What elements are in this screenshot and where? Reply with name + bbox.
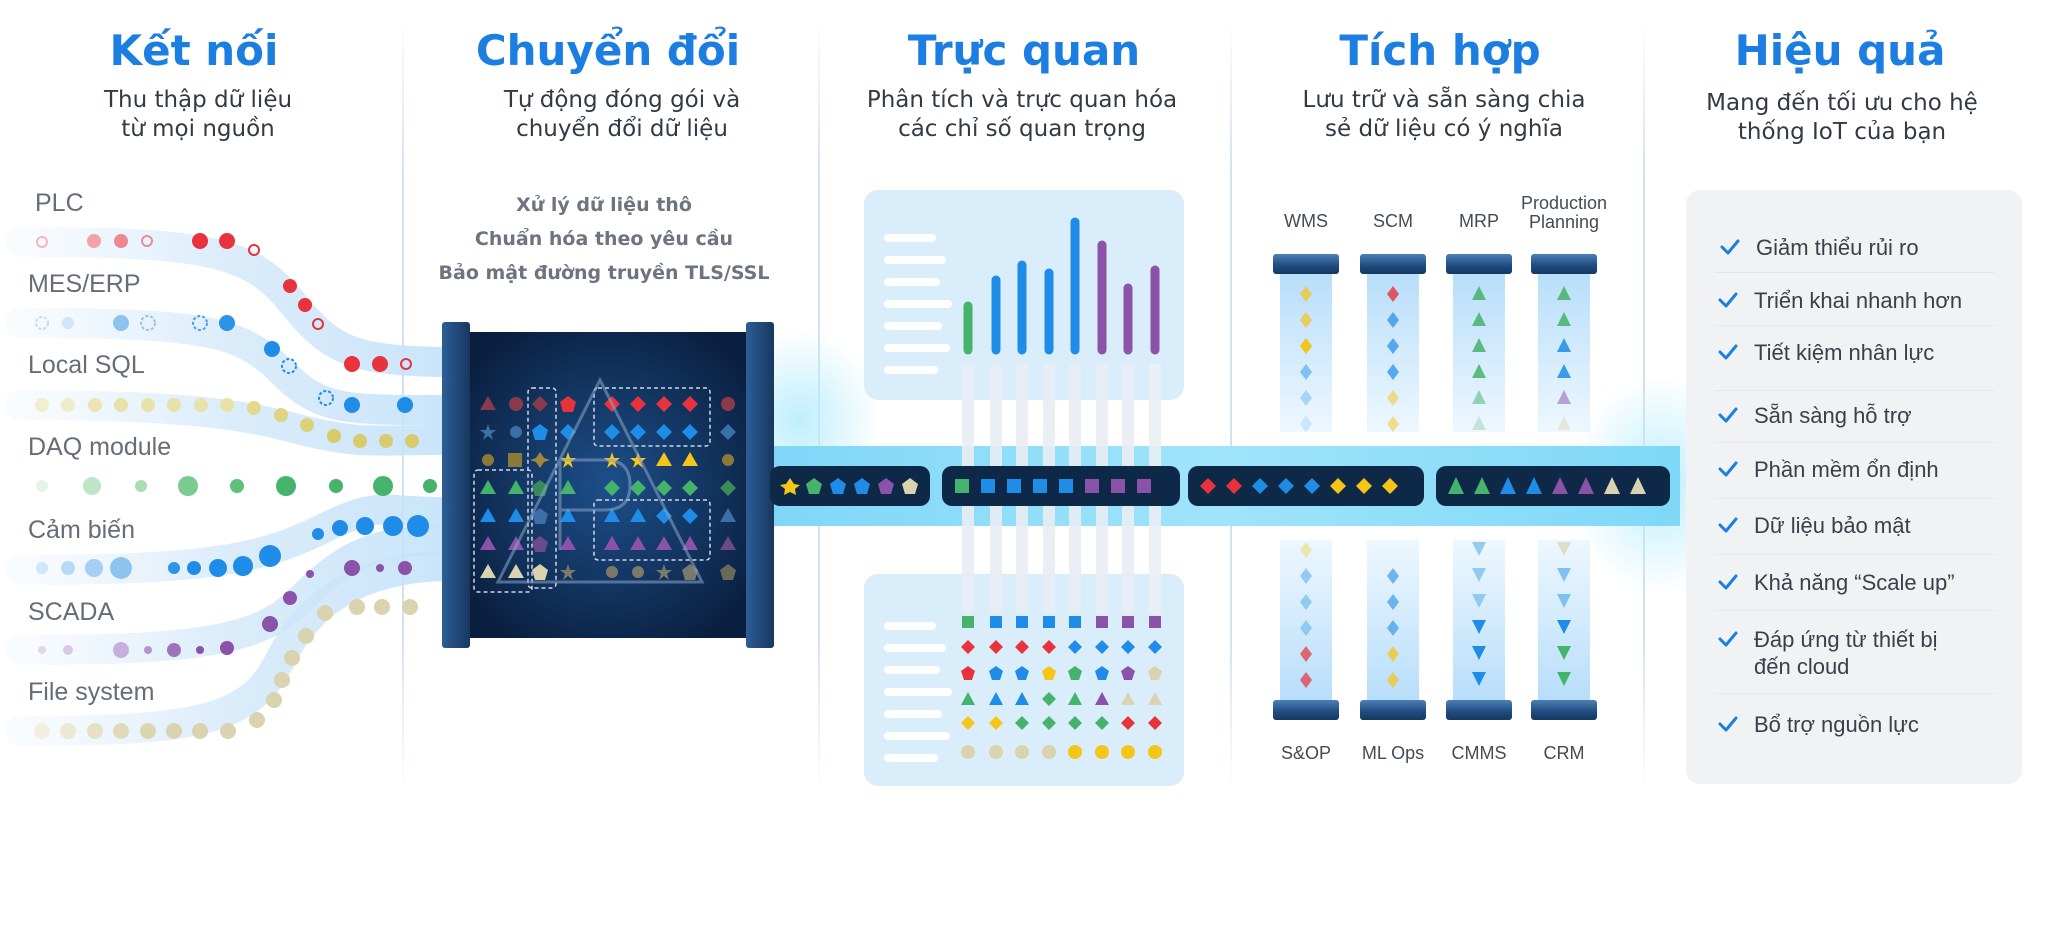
source-label-cam-bien: Cảm biến <box>28 516 135 544</box>
benefit-item: Bổ trợ nguồn lực <box>1716 711 2016 738</box>
column-divider <box>1230 20 1232 790</box>
subtitle-line: từ mọi nguồn <box>121 116 275 142</box>
subtitle-line: chuyển đổi dữ liệu <box>516 116 728 142</box>
column-subtitle-hieu-qua: Mang đến tối ưu cho hệ thống IoT của bạn <box>1706 89 1978 147</box>
benefit-item: Dữ liệu bảo mật <box>1716 512 2016 539</box>
column-title-tich-hop: Tích hợp <box>1339 26 1541 75</box>
system-label-cmms: CMMS <box>1451 743 1507 763</box>
data-bus-segment-1 <box>770 466 930 506</box>
subtitle-line: Tự động đóng gói và <box>503 87 741 113</box>
check-icon <box>1718 407 1738 423</box>
benefit-item: Tiết kiệm nhân lực <box>1716 339 2016 366</box>
system-connector-cap <box>1446 254 1512 274</box>
benefit-text: Đáp ứng từ thiết bị đến cloud <box>1754 627 1938 679</box>
check-icon <box>1718 631 1738 647</box>
bus-shapes <box>1200 478 1398 494</box>
benefits-card <box>1686 190 2022 784</box>
benefit-divider <box>1714 693 1994 694</box>
benefit-text: Khả năng “Scale up” <box>1754 570 1955 595</box>
source-label-local-sql: Local SQL <box>28 351 145 379</box>
system-connector-cap <box>1273 700 1339 720</box>
benefit-item: Triển khai nhanh hơn <box>1716 287 2016 314</box>
column-subtitle-ket-noi: Thu thập dữ liệu từ mọi nguồn <box>104 86 292 144</box>
source-data-dots <box>34 233 437 739</box>
column-subtitle-truc-quan: Phân tích và trực quan hóa các chỉ số qu… <box>867 86 1177 144</box>
check-icon <box>1718 574 1738 590</box>
benefit-text: Phần mềm ổn định <box>1754 457 1939 482</box>
benefit-text: Dữ liệu bảo mật <box>1754 513 1911 538</box>
processor-shape-grid <box>480 396 736 580</box>
check-icon <box>1718 344 1738 360</box>
system-connector-cap <box>1446 700 1512 720</box>
system-label-crm: CRM <box>1543 743 1585 763</box>
processing-step: Bảo mật đường truyền TLS/SSL <box>438 262 770 284</box>
benefit-item: Đáp ứng từ thiết bị đến cloud <box>1716 626 2016 680</box>
column-title-hieu-qua: Hiệu quả <box>1734 26 1946 75</box>
brand-logo-watermark <box>495 376 705 584</box>
benefit-text: Triển khai nhanh hơn <box>1754 288 1963 313</box>
benefit-item: Khả năng “Scale up” <box>1716 569 2016 596</box>
check-icon <box>1718 716 1738 732</box>
check-icon <box>1718 517 1738 533</box>
system-connector-cap <box>1531 254 1597 274</box>
column-title-ket-noi: Kết nối <box>109 26 279 75</box>
benefit-item: Giảm thiểu rủi ro <box>1718 234 2018 261</box>
source-label-mes-erp: MES/ERP <box>28 270 141 298</box>
benefit-item: Sẵn sàng hỗ trợ <box>1716 402 2016 429</box>
source-label-file-system: File system <box>28 678 155 706</box>
subtitle-line: thống IoT của bạn <box>1737 119 1947 145</box>
benefit-item: Phần mềm ổn định <box>1716 456 2016 483</box>
system-label-wms: WMS <box>1284 211 1328 231</box>
bus-shapes <box>955 479 1151 493</box>
benefit-divider <box>1714 498 1994 499</box>
subtitle-line: Thu thập dữ liệu <box>103 87 293 113</box>
system-connector-cap <box>1360 254 1426 274</box>
benefit-divider <box>1714 610 1994 611</box>
subtitle-line: Mang đến tối ưu cho hệ <box>1706 90 1978 116</box>
system-label-sop: S&OP <box>1280 743 1332 763</box>
subtitle-line: các chỉ số quan trọng <box>898 116 1146 142</box>
source-label-plc: PLC <box>35 189 84 217</box>
column-subtitle-chuyen-doi: Tự động đóng gói và chuyển đổi dữ liệu <box>504 86 740 144</box>
benefit-divider <box>1714 390 1994 391</box>
benefit-text: Bổ trợ nguồn lực <box>1754 712 1919 737</box>
system-label-mrp: MRP <box>1459 211 1499 231</box>
subtitle-line: Lưu trữ và sẵn sàng chia <box>1302 87 1586 113</box>
data-bus-segment-4 <box>1436 466 1670 506</box>
check-icon <box>1718 292 1738 308</box>
column-title-truc-quan: Trực quan <box>907 26 1141 75</box>
processor-block <box>442 322 774 648</box>
check-icon <box>1720 239 1740 255</box>
system-label-ml-ops: ML Ops <box>1361 743 1425 763</box>
data-bus-segment-3 <box>1188 466 1424 506</box>
system-connector-cap <box>1273 254 1339 274</box>
bus-shapes <box>1448 477 1646 494</box>
benefit-divider <box>1714 442 1994 443</box>
subtitle-line: Phân tích và trực quan hóa <box>866 87 1178 113</box>
source-label-daq-module: DAQ module <box>28 433 172 461</box>
system-connector-cap <box>1360 700 1426 720</box>
subtitle-line: sẻ dữ liệu có ý nghĩa <box>1325 116 1563 142</box>
system-label-production-planning: Production Planning <box>1520 193 1608 232</box>
column-title-chuyen-doi: Chuyển đổi <box>475 26 741 75</box>
check-icon <box>1718 461 1738 477</box>
data-bus-segment-2 <box>942 466 1180 506</box>
benefit-text: Tiết kiệm nhân lực <box>1754 340 1935 365</box>
benefit-text: Giảm thiểu rủi ro <box>1756 235 1919 260</box>
benefit-text: Sẵn sàng hỗ trợ <box>1754 403 1912 428</box>
benefit-divider <box>1714 272 1994 273</box>
processing-step: Chuẩn hóa theo yêu cầu <box>474 228 734 250</box>
bus-shapes <box>780 478 918 495</box>
system-connector-cap <box>1531 700 1597 720</box>
processing-step: Xử lý dữ liệu thô <box>516 194 692 216</box>
source-label-scada: SCADA <box>28 598 115 626</box>
benefit-divider <box>1714 325 1994 326</box>
column-subtitle-tich-hop: Lưu trữ và sẵn sàng chia sẻ dữ liệu có ý… <box>1303 86 1586 144</box>
system-label-scm: SCM <box>1373 211 1413 231</box>
benefit-divider <box>1714 554 1994 555</box>
